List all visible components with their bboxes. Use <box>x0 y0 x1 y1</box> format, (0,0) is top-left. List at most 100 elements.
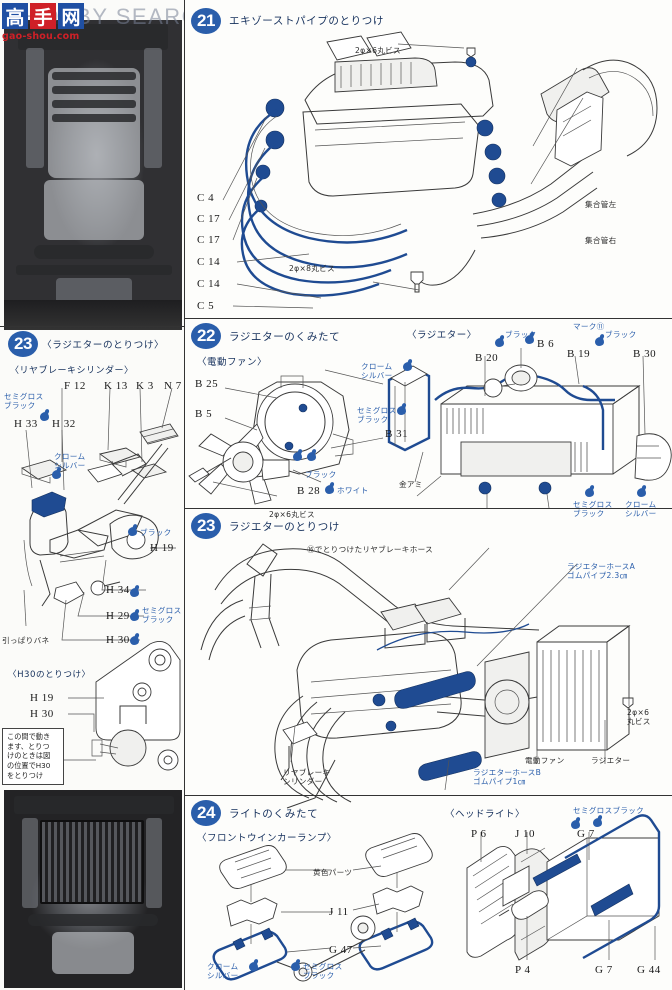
left-annotation-semigloss-black-2: セミグロス ブラック <box>142 606 182 625</box>
step-21-part-c4: C 4 <box>197 192 215 204</box>
left-part-label-h19: H 19 <box>150 542 174 554</box>
step-21-annotation-screw-8: 2φ×8丸ビス <box>289 264 335 273</box>
step-22-annotation-semigloss-black: セミグロス ブラック <box>357 406 397 425</box>
step-badge-22: 22 <box>191 323 221 349</box>
step-24-part-g7-top: G 7 <box>577 828 595 840</box>
h30-detail-label-h19: H 19 <box>30 692 54 704</box>
left-column: HOBBY SEARCH 高 手 网 gao-shou.com 23 〈ラジエタ… <box>0 0 185 990</box>
left-part-label-h29: H 29 <box>106 610 130 622</box>
step-21-annotation-collector-right: 集合管右 <box>585 236 617 245</box>
paint-drop-icon <box>293 452 302 461</box>
step-24-subtitle-winker: 〈フロントウインカーランプ〉 <box>197 833 337 844</box>
step-24-part-p6: P 6 <box>471 828 487 840</box>
step-23-annotation-electric-fan: 電動ファン <box>525 756 565 765</box>
paint-drop-icon <box>325 485 334 494</box>
step-title-22: ラジエターのくみたて <box>229 331 341 343</box>
step-21-part-c17-a: C 17 <box>197 213 221 225</box>
step-24-annotation-semigloss-black: セミグロス ブラック <box>303 962 343 981</box>
left-part-label-k3: K 3 <box>136 380 154 392</box>
step-22-annotation-chrome-silver-2: クローム シルバー <box>625 500 657 519</box>
step-23-annotation-hose-a: ラジエターホースA ゴムパイプ2.3㎝ <box>567 562 636 581</box>
paint-drop-icon <box>40 412 49 421</box>
step-22-annotation-mark: マーク⑪ <box>573 322 605 331</box>
left-part-label-n7: N 7 <box>164 380 182 392</box>
step-badge-21: 21 <box>191 8 221 34</box>
step-21-annotation-collector-left: 集合管左 <box>585 200 617 209</box>
left-part-label-h30: H 30 <box>106 634 130 646</box>
step-title-21: エキゾーストパイプのとりつけ <box>229 15 384 27</box>
step-badge-24: 24 <box>191 800 221 826</box>
step-22-annotation-black: ブラック <box>305 470 337 479</box>
step-24-annotation-semigloss-black-headlight: セミグロスブラック <box>573 806 645 815</box>
step-24-part-g47: G 47 <box>329 944 353 956</box>
paint-drop-icon <box>585 488 594 497</box>
step-23-annotation-radiator: ラジエター <box>591 756 631 765</box>
step-21-line-art <box>222 31 658 309</box>
section-divider-22-23 <box>185 508 672 509</box>
left-section-divider <box>0 326 184 327</box>
step-24-annotation-yellow-parts: 黄色パーツ <box>313 868 353 877</box>
step-23-annotation-rear-brake-cylinder: リヤブレーキ シリンダー <box>283 768 331 787</box>
section-divider-23-24 <box>185 795 672 796</box>
paint-drop-icon <box>397 406 406 415</box>
step-24-part-g7-bottom: G 7 <box>595 964 613 976</box>
left-part-label-h34: H 34 <box>106 584 130 596</box>
paint-drop-icon <box>128 527 137 536</box>
h30-detail-note: この間で動き ます、とりつ けのときは図 の位置でH30 をとりつけ <box>2 728 64 785</box>
section-divider-21-22 <box>185 318 672 319</box>
left-step-badge-23: 23 <box>8 331 38 357</box>
paint-drop-icon <box>52 470 61 479</box>
paint-drop-icon <box>130 588 139 597</box>
step-22-part-b30: B 30 <box>633 348 657 360</box>
step-24-part-j11: J 11 <box>329 906 349 918</box>
step-21-part-c5: C 5 <box>197 300 215 312</box>
paint-drop-icon <box>130 612 139 621</box>
step-24-part-p4: P 4 <box>515 964 531 976</box>
step-21-part-c14-b: C 14 <box>197 278 221 290</box>
step-21-part-c17-b: C 17 <box>197 234 221 246</box>
step-22-annotation-screw: 2φ×6丸ビス <box>269 510 315 519</box>
step-22-part-b25: B 25 <box>195 378 219 390</box>
step-22-part-b5: B 5 <box>195 408 213 420</box>
h30-detail-label-h30: H 30 <box>30 708 54 720</box>
step-22-annotation-black-2: ブラック <box>505 330 537 339</box>
step-22-part-b31: B 31 <box>385 428 409 440</box>
paint-drop-icon <box>593 818 602 827</box>
step-title-23: ラジエターのとりつけ <box>229 521 340 533</box>
left-annotation-semigloss-black: セミグロス ブラック <box>4 392 44 411</box>
step-title-24: ライトのくみたて <box>229 808 319 820</box>
paint-drop-icon <box>525 335 534 344</box>
step-24-part-j10: J 10 <box>515 828 536 840</box>
step-22-part-b6: B 6 <box>537 338 555 350</box>
step-22-subtitle-radiator: 〈ラジエター〉 <box>407 330 477 341</box>
paint-drop-icon <box>595 337 604 346</box>
photo-radiator-detail <box>4 790 182 988</box>
left-annotation-tension-spring: 引っぱりバネ <box>2 636 50 645</box>
step-22-annotation-chrome-silver: クローム シルバー <box>361 362 393 381</box>
step-21-annotation-screw-6: 2φ×6丸ビス <box>355 46 401 55</box>
step-24-part-g44: G 44 <box>637 964 661 976</box>
step-23-annotation-hose-b: ラジエターホースB ゴムパイプ1㎝ <box>473 768 542 787</box>
main-column: 21 エキゾーストパイプのとりつけ <box>185 0 672 990</box>
left-step-title: 〈ラジエターのとりつけ〉 <box>42 340 165 351</box>
left-part-label-h32: H 32 <box>52 418 76 430</box>
step-22-annotation-white: ホワイト <box>337 486 369 495</box>
photo-engine-front <box>4 20 182 320</box>
photo-divider-strip <box>4 300 182 330</box>
step-22-part-b20: B 20 <box>475 352 499 364</box>
paint-drop-icon <box>495 338 504 347</box>
left-annotation-chrome-silver: クローム シルバー <box>54 452 86 471</box>
step-24-annotation-chrome-silver: クローム シルバー <box>207 962 239 981</box>
step-21-part-c14-a: C 14 <box>197 256 221 268</box>
step-22-annotation-black-3: ブラック <box>605 330 637 339</box>
step-22-annotation-wire-mesh: 金アミ <box>399 480 423 489</box>
paint-drop-icon <box>291 962 300 971</box>
paint-drop-icon <box>249 962 258 971</box>
step-22-part-b19: B 19 <box>567 348 591 360</box>
step-24-subtitle-headlight: 〈ヘッドライト〉 <box>445 809 526 820</box>
paint-drop-icon <box>571 820 580 829</box>
paint-drop-icon <box>307 452 316 461</box>
step-22-subtitle-fan: 〈電動ファン〉 <box>197 357 268 368</box>
step-23-annotation-rear-brake-hose: ⑯でとりつけたリヤブレーキホース <box>307 545 433 554</box>
